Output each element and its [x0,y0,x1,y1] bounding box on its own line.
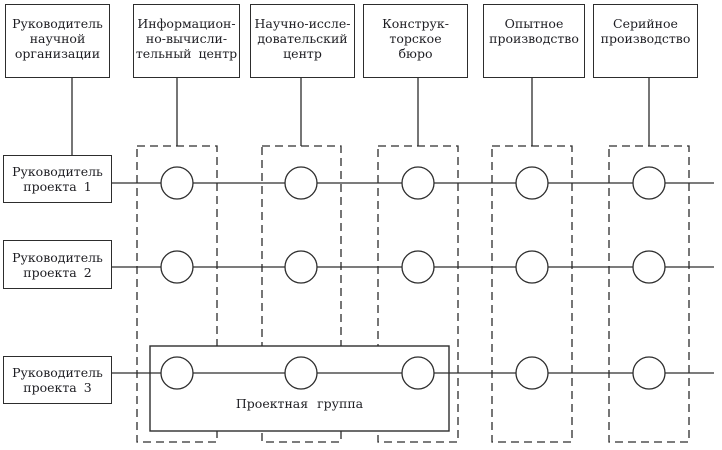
matrix-node [632,166,666,200]
matrix-node [160,250,194,284]
box-project-manager-1-label: Руководитель проекта 1 [12,164,103,194]
box-information-computing-center: Информацион- но-вычисли- тельный центр [133,4,240,78]
matrix-node [515,250,549,284]
box-design-bureau: Конструк- торское бюро [363,4,468,78]
matrix-node [284,250,318,284]
box-research-center: Научно-иссле- довательский центр [250,4,355,78]
matrix-node [401,356,435,390]
intersection-nodes [160,166,666,390]
top-box-stems [71,78,650,155]
matrix-node [284,356,318,390]
box-serial-production-label: Серийное производство [600,16,691,46]
matrix-node [401,166,435,200]
box-project-manager-3-label: Руководитель проекта 3 [12,365,103,395]
box-pilot-production-label: Опытное производство [489,16,579,46]
project-group-label: Проектная группа [235,396,364,411]
matrix-node [515,356,549,390]
matrix-node [632,356,666,390]
box-project-manager-1: Руководитель проекта 1 [3,155,112,203]
matrix-node [515,166,549,200]
matrix-node [160,356,194,390]
box-serial-production: Серийное производство [593,4,698,78]
box-pilot-production: Опытное производство [483,4,585,78]
box-head-of-scientific-organization-label: Руководитель научной организации [12,16,103,61]
matrix-node [284,166,318,200]
box-head-of-scientific-organization: Руководитель научной организации [5,4,110,78]
box-information-computing-center-label: Информацион- но-вычисли- тельный центр [135,16,238,61]
matrix-node [160,166,194,200]
box-research-center-label: Научно-иссле- довательский центр [254,16,351,61]
box-design-bureau-label: Конструк- торское бюро [382,16,449,61]
matrix-node [401,250,435,284]
box-project-manager-2-label: Руководитель проекта 2 [12,249,103,280]
box-project-manager-2: Руководитель проекта 2 [3,240,112,289]
matrix-node [632,250,666,284]
box-project-manager-3: Руководитель проекта 3 [3,356,112,404]
